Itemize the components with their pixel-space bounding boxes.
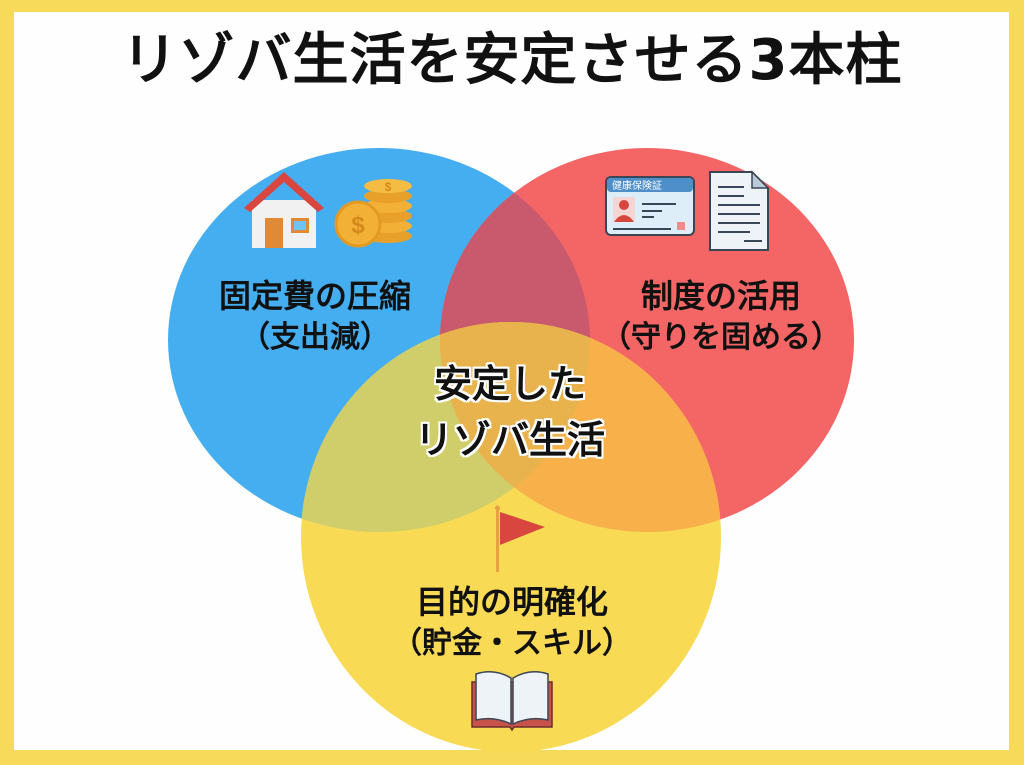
center-label-line2: リゾバ生活	[414, 418, 605, 462]
label-yellow: 目的の明確化 （貯金・スキル）	[376, 582, 648, 663]
svg-text:$: $	[351, 212, 365, 239]
label-blue-main: 固定費の圧縮	[218, 277, 411, 315]
document-icon	[709, 170, 770, 251]
page-title: リゾバ生活を安定させる3本柱	[121, 28, 903, 93]
insurance-card-icon: 健康保険証	[605, 176, 695, 236]
overlap-blue-yellow	[301, 322, 590, 532]
svg-text:健康保険証: 健康保険証	[612, 179, 662, 192]
label-red: 制度の活用 （守りを固める）	[596, 276, 846, 357]
label-red-main: 制度の活用	[640, 277, 801, 315]
flag-icon	[495, 505, 545, 572]
center-label: 安定した リゾバ生活	[360, 356, 660, 468]
label-yellow-sub: （貯金・スキル）	[392, 625, 632, 661]
center-label-line1: 安定した	[433, 362, 586, 406]
svg-text:$: $	[385, 180, 392, 194]
house-icon	[244, 172, 324, 248]
coins-icon: $ $	[334, 179, 412, 248]
label-red-sub: （守りを固める）	[601, 319, 841, 355]
label-yellow-main: 目的の明確化	[415, 583, 608, 621]
overlap-red-yellow	[440, 322, 721, 532]
book-icon	[471, 671, 553, 732]
label-blue: 固定費の圧縮 （支出減）	[180, 276, 450, 357]
label-blue-sub: （支出減）	[240, 319, 390, 355]
